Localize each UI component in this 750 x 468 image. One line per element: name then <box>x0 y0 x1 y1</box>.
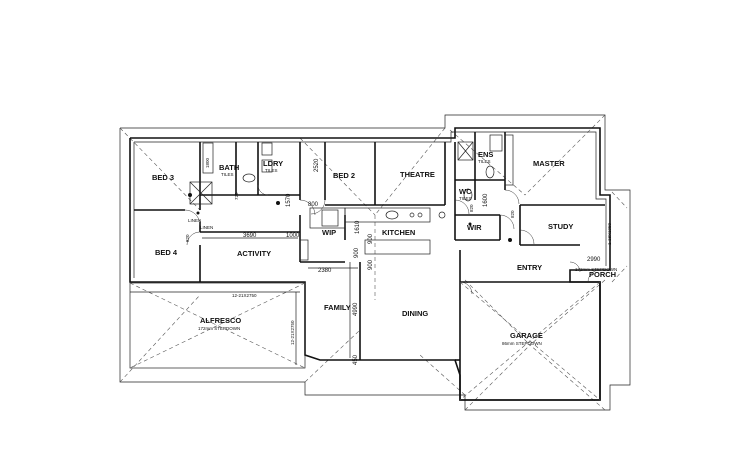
dim-820-c: 820 <box>469 204 474 212</box>
label-linen-2: LINEN <box>200 225 213 230</box>
dim-900-a: 900 <box>368 233 374 244</box>
label-wir: WIR <box>467 223 482 232</box>
label-entry: ENTRY <box>517 263 542 272</box>
label-ens-tiles: TILES <box>478 159 491 164</box>
internal-walls <box>134 132 605 361</box>
label-porch: PORCH <box>589 270 616 279</box>
label-bed-2: BED 2 <box>333 171 355 180</box>
roof-outline <box>119 114 631 411</box>
dim-800: 800 <box>308 202 319 208</box>
label-dining: DINING <box>402 309 428 318</box>
label-garage-stepdown: 86mm STEPDOWN <box>502 341 542 346</box>
label-ldry: LDRY <box>263 159 283 168</box>
dim-1600: 1600 <box>483 193 489 207</box>
dim-900-b: 900 <box>354 247 360 258</box>
label-garage: GARAGE <box>510 331 543 340</box>
dim-1000: 1000 <box>286 233 300 239</box>
label-bed-3: BED 3 <box>152 173 174 182</box>
label-alfresco-stepdown: 172mm STEPDOWN <box>198 326 240 331</box>
label-wc-tiles: TILES <box>459 196 472 201</box>
dim-1610: 1610 <box>355 220 361 234</box>
dim-4990: 4990 <box>353 302 359 316</box>
label-kitchen: KITCHEN <box>382 228 415 237</box>
door-swings <box>184 184 601 295</box>
dim-2380: 2380 <box>318 268 332 274</box>
label-ldry-tiles: TILES <box>265 168 278 173</box>
label-ens: ENS <box>478 150 493 159</box>
label-bath: BATH <box>219 163 239 172</box>
label-bed-4: BED 4 <box>155 248 178 257</box>
label-family: FAMILY <box>324 303 351 312</box>
dimension-lines <box>202 237 358 358</box>
porch-stepdown: 172mm STEPDOWN <box>575 267 617 272</box>
beam-label-1: 12-21X2750 <box>232 293 257 298</box>
alfresco-area <box>129 282 306 369</box>
dim-820-a: 820 <box>185 234 190 242</box>
label-linen-1: LINEN <box>188 218 201 223</box>
label-wip: WIP <box>322 228 336 237</box>
dim-3690: 3690 <box>243 233 257 239</box>
dim-720: 720 <box>234 192 239 200</box>
dim-2520: 2520 <box>314 158 320 172</box>
dim-900-c: 900 <box>368 259 374 270</box>
porch-beam: 1-18X1950 <box>607 222 612 245</box>
dim-820-b: 820 <box>510 210 515 218</box>
kitchen-cabinetry <box>299 207 446 261</box>
label-activity: ACTIVITY <box>237 249 271 258</box>
dim-1800: 1800 <box>205 157 210 168</box>
label-wc: WC <box>459 187 472 196</box>
beam-label-2: 12-21X2750 <box>290 320 295 345</box>
label-master: MASTER <box>533 159 565 168</box>
label-theatre: THEATRE <box>400 170 435 179</box>
dim-1570: 1570 <box>286 193 292 207</box>
label-alfresco: ALFRESCO <box>200 316 241 325</box>
dim-2990: 2990 <box>587 257 601 263</box>
label-bath-tiles: TILES <box>221 172 234 177</box>
label-study: STUDY <box>548 222 573 231</box>
dim-450: 450 <box>353 354 359 365</box>
markers <box>188 193 512 242</box>
